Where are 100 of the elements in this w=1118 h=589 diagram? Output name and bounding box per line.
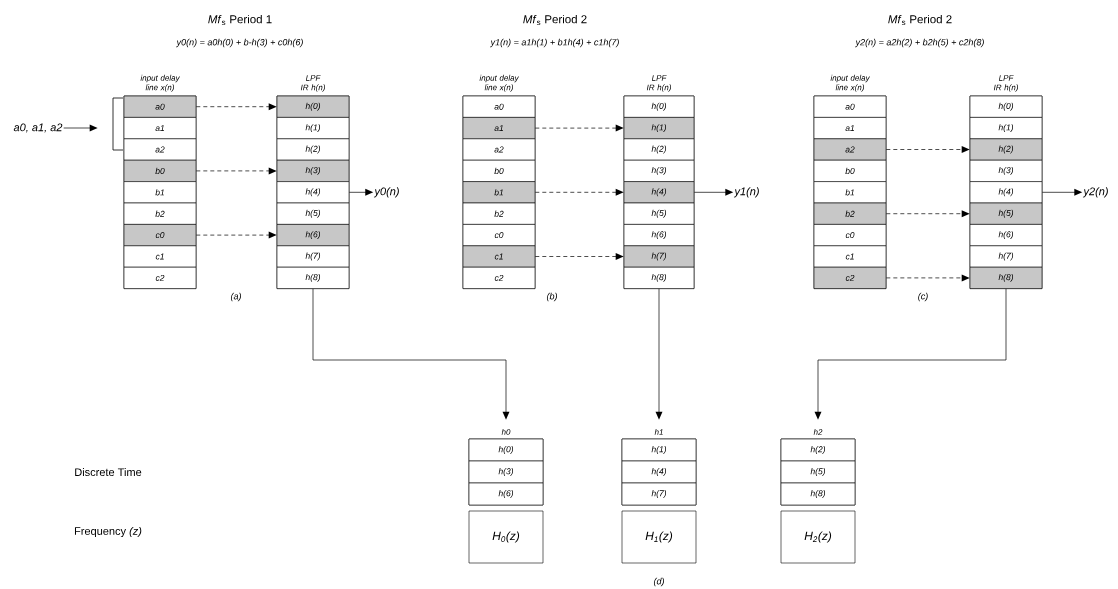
table-cell: h(5): [276, 202, 350, 225]
table-cell: h(0): [276, 95, 350, 118]
table-cell: b0: [123, 159, 197, 182]
table-cell: h(7): [621, 482, 697, 506]
transfer-function-box: H$_{0}$(z): [468, 510, 544, 564]
node-label: h2: [813, 429, 823, 435]
table-cell: b1: [123, 181, 197, 204]
table-cell: h(8): [969, 266, 1043, 289]
equation: y1(n) = a1h(1) + b1h(4) + c1h(7): [490, 38, 619, 48]
table-cell: h(0): [468, 438, 544, 462]
table-cell: h(2): [623, 138, 695, 161]
table-cell: h(8): [276, 266, 350, 289]
node-label: LPF IR h(n): [300, 75, 325, 92]
arrow: [195, 231, 277, 239]
table-cell: h(4): [969, 181, 1043, 204]
arrow: [63, 124, 98, 132]
arrow: [655, 288, 663, 420]
signal-label: a0, a1, a2: [13, 123, 63, 133]
table-cell: a1: [123, 117, 197, 140]
arrow: [312, 288, 510, 420]
node-label: input delay line x(n): [830, 74, 870, 92]
table-cell: c2: [123, 266, 197, 289]
table-cell: h(4): [276, 181, 350, 204]
signal-label: y2(n): [1082, 187, 1108, 198]
signal-label: y0(n): [373, 187, 399, 198]
table-cell: a2: [813, 138, 887, 161]
table-cell: c0: [462, 224, 536, 247]
table-cell: c1: [123, 245, 197, 268]
panel-caption: (c): [918, 292, 928, 302]
arrow: [195, 103, 277, 111]
table-cell: h(0): [623, 95, 695, 118]
table-cell: h(2): [780, 438, 856, 462]
table-cell: c0: [813, 224, 887, 247]
row-label: Frequency (z): [75, 526, 142, 538]
table-cell: h(2): [969, 138, 1043, 161]
table-cell: h(1): [276, 117, 350, 140]
table-cell: c0: [123, 224, 197, 247]
arrow: [693, 188, 734, 196]
table-cell: c1: [813, 245, 887, 268]
table-cell: a0: [123, 95, 197, 118]
arrow: [885, 274, 970, 282]
table-cell: h(6): [623, 224, 695, 247]
table-cell: h(3): [623, 159, 695, 182]
table-cell: h(5): [623, 202, 695, 225]
panel-title: Mf$_{s}$ Period 2: [523, 14, 587, 26]
equation: y2(n) = a2h(2) + b2h(5) + c2h(8): [855, 38, 984, 48]
node-label: h1: [654, 429, 663, 435]
table-cell: b2: [123, 202, 197, 225]
table-cell: c1: [462, 245, 536, 268]
table-cell: h(7): [276, 245, 350, 268]
table-cell: h(1): [969, 117, 1043, 140]
node-label: LPF IR h(n): [646, 75, 671, 92]
arrow: [195, 167, 277, 175]
table-cell: b1: [813, 181, 887, 204]
arrow: [534, 124, 624, 132]
table-cell: h(4): [623, 181, 695, 204]
table-cell: a2: [123, 138, 197, 161]
table-cell: h(3): [468, 460, 544, 484]
table-cell: h(0): [969, 95, 1043, 118]
table-cell: h(6): [276, 224, 350, 247]
table-cell: b2: [813, 202, 887, 225]
panel-caption: (d): [653, 577, 664, 587]
table-cell: h(8): [623, 266, 695, 289]
table-cell: h(6): [969, 224, 1043, 247]
table-cell: a0: [813, 95, 887, 118]
table-cell: c2: [813, 266, 887, 289]
table-cell: h(5): [780, 460, 856, 484]
table-cell: a1: [813, 117, 887, 140]
table-cell: h(1): [621, 438, 697, 462]
arrow: [814, 288, 1007, 420]
node-label: LPF IR h(n): [993, 75, 1018, 92]
table-cell: h(8): [780, 482, 856, 506]
table-cell: h(5): [969, 202, 1043, 225]
node-label: input delay line x(n): [479, 74, 519, 92]
panel-title: Mf$_{s}$ Period 2: [888, 14, 952, 26]
table-cell: c2: [462, 266, 536, 289]
table-cell: h(2): [276, 138, 350, 161]
arrow: [885, 210, 970, 218]
table-cell: b1: [462, 181, 536, 204]
arrow: [1041, 188, 1083, 196]
table-cell: a0: [462, 95, 536, 118]
table-cell: h(1): [623, 117, 695, 140]
table-cell: h(6): [468, 482, 544, 506]
table-cell: b0: [813, 159, 887, 182]
table-cell: b2: [462, 202, 536, 225]
equation: y0(n) = a0h(0) + b-h(3) + c0h(6): [176, 38, 303, 48]
transfer-function-box: H$_{2}$(z): [780, 510, 856, 564]
arrow: [534, 253, 624, 260]
node-label: h0: [501, 428, 511, 435]
table-cell: a1: [462, 117, 536, 140]
node-label: input delay line x(n): [140, 74, 180, 92]
arrow: [348, 188, 374, 196]
table-cell: b0: [462, 159, 536, 182]
table-cell: h(7): [623, 245, 695, 268]
table-cell: h(3): [969, 159, 1043, 182]
arrow: [534, 188, 624, 196]
table-cell: a2: [462, 138, 536, 161]
panel-title: Mf$_{s}$ Period 1: [208, 14, 272, 26]
arrow: [885, 146, 970, 153]
table-cell: h(3): [276, 159, 350, 182]
